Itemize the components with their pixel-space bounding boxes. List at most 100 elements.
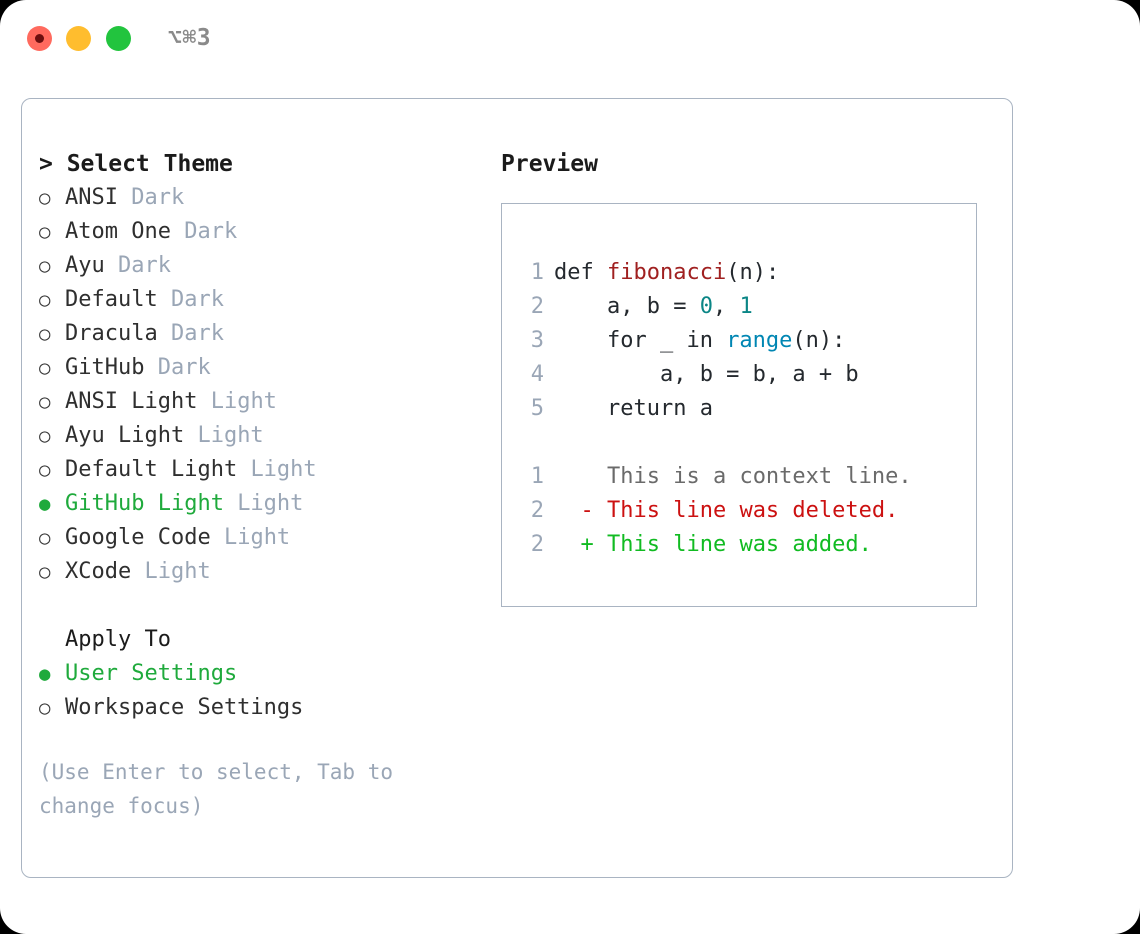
radio-unselected-icon: ○ bbox=[39, 255, 51, 277]
code-line: 5 return a bbox=[518, 392, 970, 426]
radio-unselected-icon: ○ bbox=[39, 561, 51, 583]
diff-line: 2 + This line was added. bbox=[518, 528, 970, 562]
line-number: 1 bbox=[530, 464, 544, 489]
code-token-plain: a, b = bbox=[554, 294, 700, 319]
theme-variant-badge: Dark bbox=[157, 355, 211, 380]
theme-variant-badge: Light bbox=[210, 389, 277, 414]
theme-option-default[interactable]: ○Default Dark bbox=[39, 283, 489, 317]
theme-option-ansi-light[interactable]: ○ANSI Light Light bbox=[39, 385, 489, 419]
code-token-fn: fibonacci bbox=[606, 260, 727, 285]
theme-option-ayu-light[interactable]: ○Ayu Light Light bbox=[39, 419, 489, 453]
radio-unselected-icon: ○ bbox=[39, 425, 51, 447]
diff-line-text: This is a context line. bbox=[593, 464, 912, 489]
code-line: 1 def fibonacci(n): bbox=[518, 256, 970, 290]
theme-option-ayu[interactable]: ○ Ayu Dark bbox=[39, 249, 489, 283]
code-line-text: return a bbox=[554, 392, 713, 426]
keyboard-shortcut-label: ⌥⌘3 bbox=[168, 25, 212, 51]
theme-picker-heading: > Select Theme bbox=[39, 151, 233, 177]
code-line-text: for _ in range(n): bbox=[554, 324, 845, 358]
theme-option-label: Default Light bbox=[65, 457, 251, 482]
code-line: 4 a, b = b, a + b bbox=[518, 358, 970, 392]
theme-option-xcode[interactable]: ○ XCode Light bbox=[39, 555, 489, 589]
radio-unselected-icon: ○ bbox=[39, 459, 51, 481]
theme-option-label: Google Code bbox=[65, 525, 224, 550]
theme-option-label: GitHub bbox=[65, 355, 158, 380]
code-token-plain: , bbox=[712, 294, 740, 319]
radio-unselected-icon: ○ bbox=[39, 697, 51, 719]
diff-line-text: This line was added. bbox=[593, 532, 872, 557]
radio-unselected-icon: ○ bbox=[39, 187, 51, 209]
minimize-window-button[interactable] bbox=[66, 26, 91, 51]
theme-variant-badge: Light bbox=[223, 525, 291, 550]
theme-option-label: Dracula bbox=[65, 321, 171, 346]
theme-option-github-light[interactable]: ●GitHub Light Light bbox=[39, 487, 489, 521]
line-number: 1 bbox=[530, 260, 544, 285]
radio-unselected-icon: ○ bbox=[39, 289, 51, 311]
radio-unselected-icon: ○ bbox=[39, 221, 51, 243]
radio-unselected-icon: ○ bbox=[39, 323, 51, 345]
theme-option-default-light[interactable]: ○ Default Light Light bbox=[39, 453, 489, 487]
code-token-plain: a, b = b, a + b bbox=[554, 362, 859, 387]
diff-marker: + bbox=[554, 532, 594, 557]
code-token-plain: (n): bbox=[726, 260, 780, 285]
radio-unselected-icon: ○ bbox=[39, 391, 51, 413]
radio-unselected-icon: ○ bbox=[39, 357, 51, 379]
diff-line: 1 This is a context line. bbox=[518, 460, 970, 494]
close-icon bbox=[35, 34, 44, 43]
diff-line-text: This line was deleted. bbox=[593, 498, 899, 523]
theme-option-label: ANSI bbox=[65, 185, 132, 210]
maximize-window-button[interactable] bbox=[106, 26, 131, 51]
theme-option-google-code[interactable]: ○Google Code Light bbox=[39, 521, 489, 555]
close-window-button[interactable] bbox=[27, 26, 52, 51]
theme-option-label: XCode bbox=[65, 559, 145, 584]
code-token-num: 0 bbox=[699, 294, 713, 319]
apply-to-option-user-settings[interactable]: ● User Settings bbox=[39, 657, 489, 691]
theme-variant-badge: Dark bbox=[117, 253, 171, 278]
theme-option-label: Default bbox=[65, 287, 171, 312]
code-token-plain: for _ in bbox=[554, 328, 727, 353]
diff-marker: - bbox=[554, 498, 594, 523]
radio-selected-icon: ● bbox=[39, 663, 51, 685]
theme-option-label: Atom One bbox=[65, 219, 185, 244]
apply-to-option-label: User Settings bbox=[65, 661, 238, 686]
code-token-plain: def bbox=[554, 260, 607, 285]
theme-option-atom-one[interactable]: ○Atom One Dark bbox=[39, 215, 489, 249]
theme-option-github[interactable]: ○ GitHub Dark bbox=[39, 351, 489, 385]
title-bar: ⌥⌘3 bbox=[0, 0, 1140, 78]
line-number: 2 bbox=[530, 532, 544, 557]
line-number: 5 bbox=[530, 396, 544, 421]
theme-option-dracula[interactable]: ○Dracula Dark bbox=[39, 317, 489, 351]
code-line: 2 a, b = 0, 1 bbox=[518, 290, 970, 324]
code-token-plain: (n): bbox=[792, 328, 846, 353]
apply-to-list: ● User Settings ○ Workspace Settings bbox=[39, 657, 489, 725]
code-token-call: range bbox=[726, 328, 793, 353]
theme-variant-badge: Light bbox=[144, 559, 211, 584]
diff-sample: 1 This is a context line. 2 - This line w… bbox=[518, 460, 970, 562]
apply-to-option-label: Workspace Settings bbox=[65, 695, 304, 720]
theme-variant-badge: Light bbox=[197, 423, 264, 448]
code-line-text: def fibonacci(n): bbox=[554, 256, 779, 290]
theme-option-label: Ayu bbox=[65, 253, 118, 278]
line-number: 3 bbox=[530, 328, 544, 353]
line-number: 2 bbox=[530, 294, 544, 319]
code-line-text: a, b = 0, 1 bbox=[554, 290, 753, 324]
diff-marker bbox=[554, 460, 594, 494]
theme-option-ansi[interactable]: ○ ANSI Dark bbox=[39, 181, 489, 215]
code-token-num: 1 bbox=[739, 294, 753, 319]
code-token-plain: return a bbox=[554, 396, 713, 421]
preview-heading: Preview bbox=[501, 151, 598, 177]
theme-variant-badge: Dark bbox=[131, 185, 185, 210]
apply-to-heading: Apply To bbox=[65, 627, 171, 652]
code-line: 3 for _ in range(n): bbox=[518, 324, 970, 358]
theme-variant-badge: Light bbox=[250, 457, 317, 482]
theme-list: ○ ANSI Dark ○ Atom One Dark ○ Ayu Dark ○ Defaul… bbox=[39, 181, 489, 589]
line-number: 4 bbox=[530, 362, 544, 387]
theme-picker-column: > Select Theme ○ANSI Dark○Atom One Dark○… bbox=[39, 147, 489, 823]
keyboard-hint-text: (Use Enter to select, Tab to change focu… bbox=[39, 760, 394, 818]
apply-to-option-workspace-settings[interactable]: ○ Workspace Settings bbox=[39, 691, 489, 725]
